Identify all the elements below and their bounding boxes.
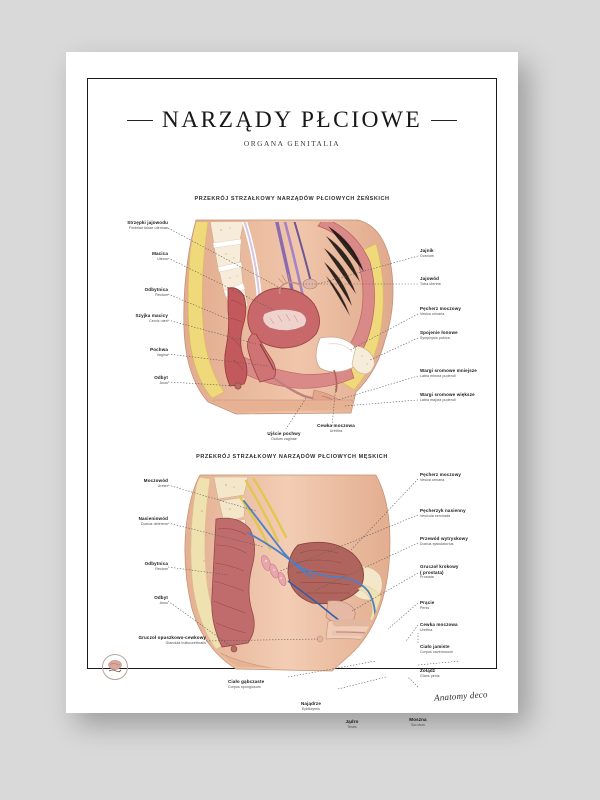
label-male-bottom-1: Najądrze Epididymis (301, 701, 321, 711)
label-female-bottom-0: Ujście pochwy Ostium vaginae (267, 431, 301, 441)
label-female-right-3: Spojenie łonowe Symphysis pubica (420, 330, 458, 340)
label-male-right-1: Pęcherzyk nasienny Vesicula seminalis (420, 508, 466, 518)
label-male-right-0: Pęcherz moczowy Vesica urinaria (420, 472, 462, 482)
label-male-left-0: Moczowód Ureter (143, 478, 168, 488)
poster-heading: NARZĄDY PŁCIOWE ORGANA GENITALIA (88, 107, 496, 148)
label-male-bottom-3: Moszna Scrotum (409, 717, 427, 727)
label-female-left-4: Pochwa Vagina (150, 347, 168, 357)
label-female-left-3: Szyjka macicy Cervix uteri (135, 313, 168, 323)
artist-signature: Anatomy deco (434, 689, 489, 703)
section-caption-female: PRZEKRÓJ STRZAŁKOWY NARZĄDÓW PŁCIOWYCH Ż… (194, 196, 390, 202)
title-rule-right (431, 120, 458, 121)
label-female-right-5: Wargi sromowe większe Labia majora puden… (420, 392, 475, 402)
poster-frame: NARZĄDY PŁCIOWE ORGANA GENITALIA PRZEKRÓ… (87, 78, 498, 729)
label-female-right-4: Wargi sromowe mniejsze Labia minora pude… (420, 368, 477, 378)
label-female-left-1: Macica Uterus (152, 251, 168, 261)
label-female-left-5: Odbyt Anus (154, 375, 168, 385)
label-female-right-2: Pęcherz moczowy Vesica urinaria (420, 306, 462, 316)
poster-sheet: NARZĄDY PŁCIOWE ORGANA GENITALIA PRZEKRÓ… (66, 52, 518, 729)
label-male-right-3: Gruczoł krokowy ( prostata) Prostata (420, 564, 459, 580)
section-caption-male: PRZEKRÓJ STRZAŁKOWY NARZĄDÓW PŁCIOWYCH M… (196, 454, 388, 460)
title-rule-left (126, 120, 153, 121)
label-female-right-1: Jajowód Tuba uterina (420, 276, 441, 286)
male-leader-lines (167, 478, 461, 690)
label-male-bottom-2: Jądro Testis (345, 719, 359, 729)
anatomy-deco-logo-icon (102, 654, 128, 680)
label-male-right-7: Ciało jamiste Corpus cavernosum (420, 644, 454, 654)
male-sagittal-illustration (88, 471, 498, 691)
label-female-right-0: Jajnik Ovarium (420, 248, 434, 258)
label-male-bottom-0: Ciało gąbczaste Corpus spongiosum (228, 679, 265, 689)
label-male-right-2: Przewód wytryskowy Ductus ejaculatorius (420, 536, 468, 546)
label-male-right-6: Cewka moczowa Urethra (420, 622, 458, 632)
label-male-left-2: Odbytnica Rectum (144, 561, 168, 571)
title-row: NARZĄDY PŁCIOWE (88, 107, 496, 134)
label-male-right-5: Prącie Penis (420, 600, 435, 610)
label-male-left-3: Odbyt Anus (154, 595, 168, 605)
label-female-bottom-1: Cewka moczowa Urethra (317, 423, 355, 433)
label-male-right-8: Żołądź Glans penis (420, 668, 440, 678)
label-male-left-1: Nasieniowód Ductus deferens (138, 516, 168, 526)
label-male-left-4: Gruczoł opuszkowo-cewkowy Glandula bulbo… (138, 635, 206, 645)
page-subtitle: ORGANA GENITALIA (243, 139, 341, 148)
label-female-left-2: Odbytnica Rectum (144, 287, 168, 297)
page-title: NARZĄDY PŁCIOWE (161, 107, 423, 133)
label-female-left-0: Strzępki jajowodu Fimbriae tubae uterina… (127, 220, 168, 230)
female-sagittal-illustration (88, 214, 498, 429)
female-leader-lines (167, 227, 419, 429)
